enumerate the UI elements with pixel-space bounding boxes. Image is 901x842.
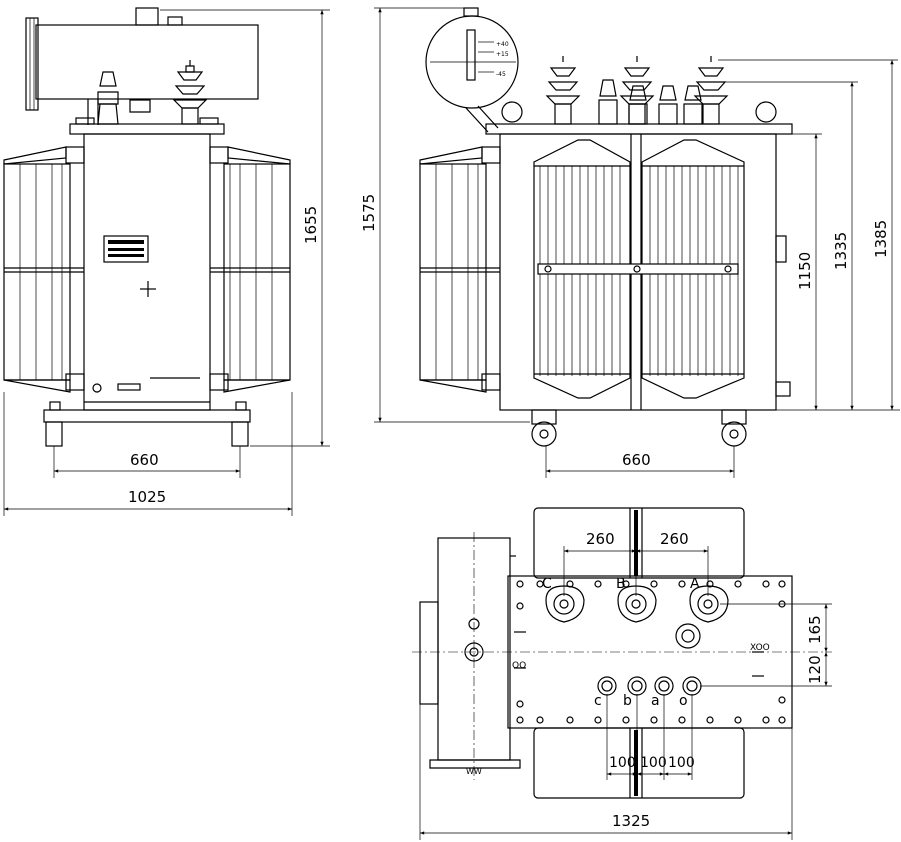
conservator-top: WW [419, 537, 521, 776]
lv-label-b: b [623, 693, 632, 709]
svg-text:+40: +40 [496, 41, 509, 48]
radiator-right-front [209, 146, 291, 393]
rating-plate [103, 235, 149, 263]
wheel-right [721, 409, 747, 447]
lv-label-a: a [651, 693, 660, 709]
svg-text:+15: +15 [496, 51, 509, 58]
hv-label-c: C [542, 576, 552, 592]
dim-side-660: 660 [622, 451, 651, 469]
radiator-top [533, 507, 745, 579]
front-view: 660 1025 1655 [3, 7, 330, 516]
dim-front-1655: 1655 [302, 206, 320, 244]
radiator-left-front [3, 146, 85, 393]
dim-top-1325: 1325 [612, 812, 650, 830]
dim-top-260-1: 260 [586, 530, 615, 548]
dim-top-120: 120 [806, 655, 824, 684]
lv-label-o: o [679, 693, 688, 709]
conservator-side: +40 +15 -45 [425, 7, 519, 133]
dim-side-1575: 1575 [360, 194, 378, 232]
dim-top-260-2: 260 [660, 530, 689, 548]
dim-top-100-3: 100 [668, 755, 695, 771]
tank-lid [69, 123, 225, 135]
dim-top-100-2: 100 [640, 755, 667, 771]
tap-changer [675, 623, 701, 649]
dim-front-660: 660 [130, 451, 159, 469]
dim-side-1335: 1335 [832, 232, 850, 270]
hv-label-a: A [690, 576, 700, 592]
hv-label-b: B [616, 576, 626, 592]
hv-bushing-front [172, 60, 208, 125]
top-view: WW [412, 507, 832, 840]
dim-top-100-1: 100 [609, 755, 636, 771]
tank-body [83, 133, 211, 411]
dim-front-1025: 1025 [128, 488, 166, 506]
base-frame-front [43, 401, 251, 447]
earth-mark [140, 281, 156, 297]
radiator-bottom [533, 727, 745, 799]
side-view: +40 +15 -45 [360, 7, 900, 478]
tank-lid-side [485, 123, 793, 135]
conservator [25, 7, 259, 125]
dim-side-1385: 1385 [872, 220, 890, 258]
dim-side-1150: 1150 [796, 252, 814, 290]
svg-text:-45: -45 [496, 71, 506, 78]
hv-bushings-side [545, 56, 729, 125]
dim-top-165: 165 [806, 615, 824, 644]
radiator-side-left [419, 146, 501, 393]
wheel-left [531, 409, 557, 447]
lv-label-c: c [594, 693, 602, 709]
lv-bushing-front [97, 71, 151, 125]
svg-text:XOO: XOO [750, 643, 770, 653]
svg-text:OO: OO [512, 661, 526, 671]
lv-bushings-side [598, 79, 703, 125]
